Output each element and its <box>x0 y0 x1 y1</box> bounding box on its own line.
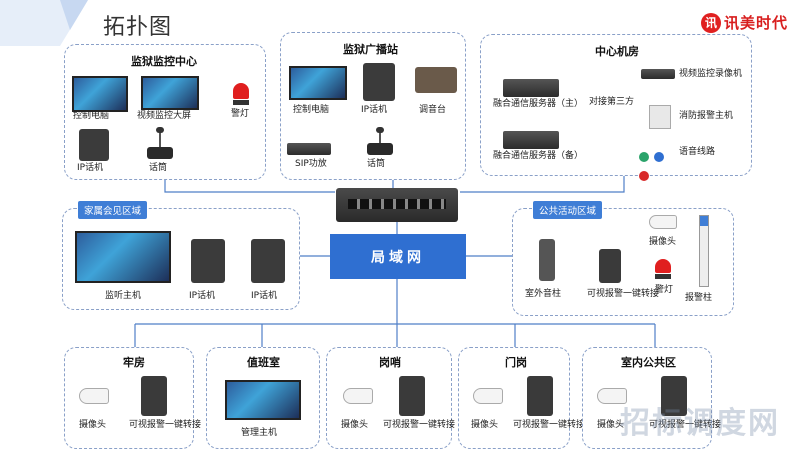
group-title: 监狱监控中心 <box>131 55 197 68</box>
label-video-alarm-terminal: 可视报警一键转接 <box>513 420 586 430</box>
label-video-alarm-terminal: 可视报警一键转接 <box>129 420 202 430</box>
label-mixer: 调音台 <box>419 105 447 115</box>
group-family-visit: 家属会见区域 监听主机 IP话机 IP话机 <box>62 201 300 310</box>
label-ip-phone-1: IP话机 <box>189 291 216 301</box>
video-alarm-terminal-icon <box>527 376 553 416</box>
label-video-wall: 视频监控大屏 <box>137 111 192 121</box>
label-alarm-light: 警灯 <box>231 109 250 119</box>
label-video-alarm-terminal: 可视报警一键转接 <box>587 289 660 299</box>
group-title: 值班室 <box>247 356 280 369</box>
group-indoor-public-area: 室内公共区 摄像头 可视报警一键转接 <box>582 347 721 449</box>
alarm-light-icon <box>655 259 671 279</box>
label-server-backup: 融合通信服务器（备） <box>493 151 584 161</box>
alarm-pillar-icon <box>699 215 709 287</box>
video-alarm-terminal-icon <box>599 249 621 283</box>
ip-phone-icon <box>251 239 285 283</box>
label-listening-host: 监听主机 <box>105 291 142 301</box>
video-wall <box>141 76 199 110</box>
label-video-alarm-terminal: 可视报警一键转接 <box>383 420 456 430</box>
watermark: 招标调度网 <box>620 406 780 441</box>
network-switch-icon <box>336 188 458 222</box>
video-alarm-terminal-icon <box>399 376 425 416</box>
ip-phone-icon <box>79 129 109 161</box>
label-camera: 摄像头 <box>649 237 677 247</box>
group-title: 中心机房 <box>595 45 639 58</box>
label-alarm-pillar: 报警柱 <box>685 293 713 303</box>
group-duty-room: 值班室 管理主机 <box>206 347 320 449</box>
corner-decoration <box>0 0 88 46</box>
group-tag: 家属会见区域 <box>78 201 148 219</box>
label-management-host: 管理主机 <box>241 428 278 438</box>
brand-logo: 讯 讯美时代 <box>700 12 788 33</box>
server-backup-icon <box>503 131 559 149</box>
label-third-party: 对接第三方 <box>589 97 635 107</box>
label-camera: 摄像头 <box>597 420 625 430</box>
fire-alarm-host-icon <box>649 105 671 129</box>
group-broadcast-station: 监狱广播站 控制电脑 IP话机 调音台 SIP功放 话筒 <box>280 32 466 180</box>
label-ip-phone: IP话机 <box>361 105 388 115</box>
ip-phone-icon <box>363 63 395 101</box>
camera-icon <box>473 388 503 404</box>
group-title: 室内公共区 <box>621 356 676 369</box>
group-gate-post: 门岗 摄像头 可视报警一键转接 <box>458 347 585 449</box>
mixer-icon <box>415 67 457 93</box>
video-alarm-terminal-icon <box>141 376 167 416</box>
label-alarm-light: 警灯 <box>655 285 674 295</box>
camera-icon <box>649 215 677 229</box>
control-pc-monitor <box>289 66 347 100</box>
logo-text: 讯美时代 <box>723 14 788 32</box>
label-control-pc: 控制电脑 <box>73 111 110 121</box>
outdoor-speaker-icon <box>539 239 555 281</box>
camera-icon <box>343 388 373 404</box>
control-pc-monitor <box>72 76 128 112</box>
ip-phone-icon <box>191 239 225 283</box>
group-title: 监狱广播站 <box>343 43 398 56</box>
nvr-icon <box>641 69 675 79</box>
logo-icon: 讯 <box>700 12 721 33</box>
camera-icon <box>79 388 109 404</box>
sip-amplifier-icon <box>287 143 331 155</box>
group-central-machine-room: 中心机房 融合通信服务器（主） 融合通信服务器（备） 对接第三方 视频监控录像机… <box>480 34 752 181</box>
alarm-light-icon <box>233 83 249 105</box>
group-public-activity: 公共活动区域 摄像头 室外音柱 可视报警一键转接 警灯 报警柱 <box>512 201 734 316</box>
group-title: 岗哨 <box>379 356 401 369</box>
label-video-alarm-terminal: 可视报警一键转接 <box>649 420 722 430</box>
label-camera: 摄像头 <box>79 420 107 430</box>
server-main-icon <box>503 79 559 97</box>
lan-node: 局域网 <box>330 234 466 279</box>
label-nvr: 视频监控录像机 <box>679 69 743 79</box>
label-outdoor-speaker: 室外音柱 <box>525 289 562 299</box>
video-alarm-terminal-icon <box>661 376 687 416</box>
label-control-pc: 控制电脑 <box>293 105 330 115</box>
page-title: 拓扑图 <box>103 15 173 40</box>
label-camera: 摄像头 <box>471 420 499 430</box>
label-sip-amplifier: SIP功放 <box>295 159 327 169</box>
carrier-logos-icon <box>639 147 675 181</box>
microphone-icon <box>145 127 175 161</box>
management-host-icon <box>225 380 301 420</box>
label-microphone: 话筒 <box>149 163 168 173</box>
group-title: 牢房 <box>123 356 145 369</box>
group-tag: 公共活动区域 <box>533 201 603 219</box>
label-microphone: 话筒 <box>367 159 386 169</box>
label-camera: 摄像头 <box>341 420 369 430</box>
listening-host-icon <box>75 231 171 283</box>
group-cell: 牢房 摄像头 可视报警一键转接 <box>64 347 201 449</box>
label-fire-alarm-host: 消防报警主机 <box>679 111 734 121</box>
label-server-main: 融合通信服务器（主） <box>493 99 584 109</box>
label-ip-phone: IP话机 <box>77 163 104 173</box>
group-sentry-post: 岗哨 摄像头 可视报警一键转接 <box>326 347 456 449</box>
label-voice-line: 语音线路 <box>679 147 716 157</box>
group-title: 门岗 <box>505 356 527 369</box>
microphone-icon <box>365 127 395 157</box>
camera-icon <box>597 388 627 404</box>
group-prison-monitor-center: 监狱监控中心 控制电脑 视频监控大屏 警灯 IP话机 话筒 <box>64 44 266 180</box>
label-ip-phone-2: IP话机 <box>251 291 278 301</box>
